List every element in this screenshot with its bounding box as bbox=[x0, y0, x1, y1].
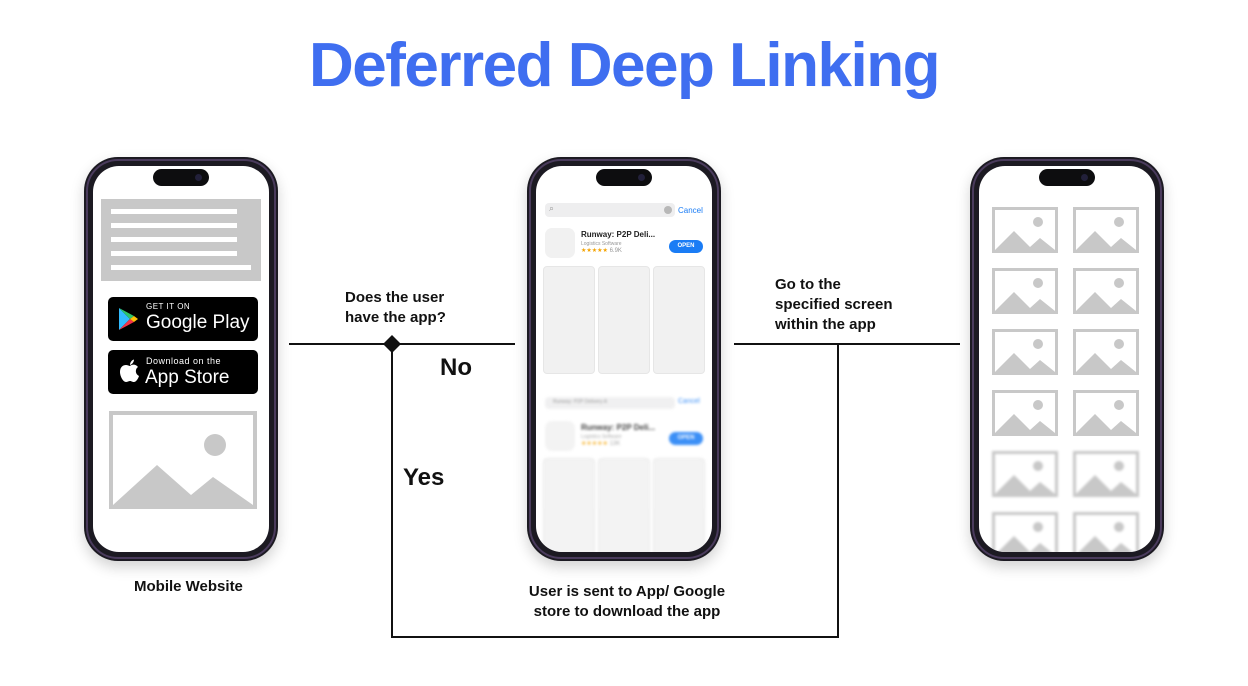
goto-screen-label: Go to the specified screen within the ap… bbox=[775, 276, 893, 333]
app-name: Runway: P2P Deli... bbox=[581, 230, 656, 239]
store-redirect-label: User is sent to App/ Google store to dow… bbox=[528, 583, 726, 620]
in-app-screen bbox=[979, 166, 1155, 552]
dynamic-island bbox=[1039, 169, 1095, 186]
app-icon bbox=[545, 228, 575, 258]
image-placeholder-icon bbox=[992, 512, 1058, 552]
image-placeholder-icon bbox=[992, 329, 1058, 375]
image-placeholder-icon bbox=[1073, 451, 1139, 497]
no-label: No bbox=[440, 354, 472, 381]
app-rating: ★★★★★ 6.9K bbox=[581, 248, 622, 254]
image-placeholder-icon bbox=[1073, 207, 1139, 253]
apple-icon bbox=[120, 359, 139, 382]
phone-in-app bbox=[970, 157, 1164, 561]
page-title: Deferred Deep Linking bbox=[309, 31, 940, 100]
search-bar: Runway: P2P Delivery A bbox=[545, 397, 675, 409]
website-screen: GET IT ON Google Play Download on the Ap… bbox=[93, 166, 269, 552]
phone-app-store: ⌕ Cancel Runway: P2P Deli... Logistics S… bbox=[527, 157, 721, 561]
app-store-screen: ⌕ Cancel Runway: P2P Deli... Logistics S… bbox=[536, 166, 712, 552]
screenshot-tile bbox=[598, 266, 650, 374]
app-store-badge[interactable]: Download on the App Store bbox=[108, 350, 258, 394]
image-placeholder-icon bbox=[109, 411, 257, 509]
clear-icon[interactable] bbox=[664, 206, 672, 214]
screenshot-tile bbox=[653, 266, 705, 374]
image-placeholder-icon bbox=[1073, 512, 1139, 552]
phone-mobile-website: GET IT ON Google Play Download on the Ap… bbox=[84, 157, 278, 561]
image-placeholder-icon bbox=[992, 390, 1058, 436]
yes-label: Yes bbox=[403, 464, 445, 491]
decision-diamond bbox=[383, 335, 401, 353]
image-placeholder-icon bbox=[992, 207, 1058, 253]
line-yes-path bbox=[391, 344, 839, 638]
dynamic-island bbox=[153, 169, 209, 186]
dynamic-island bbox=[596, 169, 652, 186]
search-bar[interactable]: ⌕ bbox=[545, 203, 675, 217]
image-placeholder-icon bbox=[992, 451, 1058, 497]
text-block-placeholder bbox=[101, 199, 261, 281]
screenshot-tile bbox=[543, 266, 595, 374]
mobile-website-label: Mobile Website bbox=[134, 578, 243, 595]
search-icon: ⌕ bbox=[549, 203, 555, 213]
open-button[interactable]: OPEN bbox=[669, 240, 703, 253]
google-play-badge[interactable]: GET IT ON Google Play bbox=[108, 297, 258, 341]
image-placeholder-icon bbox=[992, 268, 1058, 314]
faded-results-section: Runway: P2P Delivery A Cancel Runway: P2… bbox=[536, 392, 712, 552]
decision-question: Does the user have the app? bbox=[345, 289, 446, 326]
image-placeholder-icon bbox=[1073, 390, 1139, 436]
image-placeholder-icon bbox=[1073, 329, 1139, 375]
google-play-icon bbox=[119, 308, 138, 330]
image-placeholder-icon bbox=[1073, 268, 1139, 314]
cancel-link[interactable]: Cancel bbox=[678, 206, 703, 215]
app-category: Logistics Software bbox=[581, 241, 622, 247]
